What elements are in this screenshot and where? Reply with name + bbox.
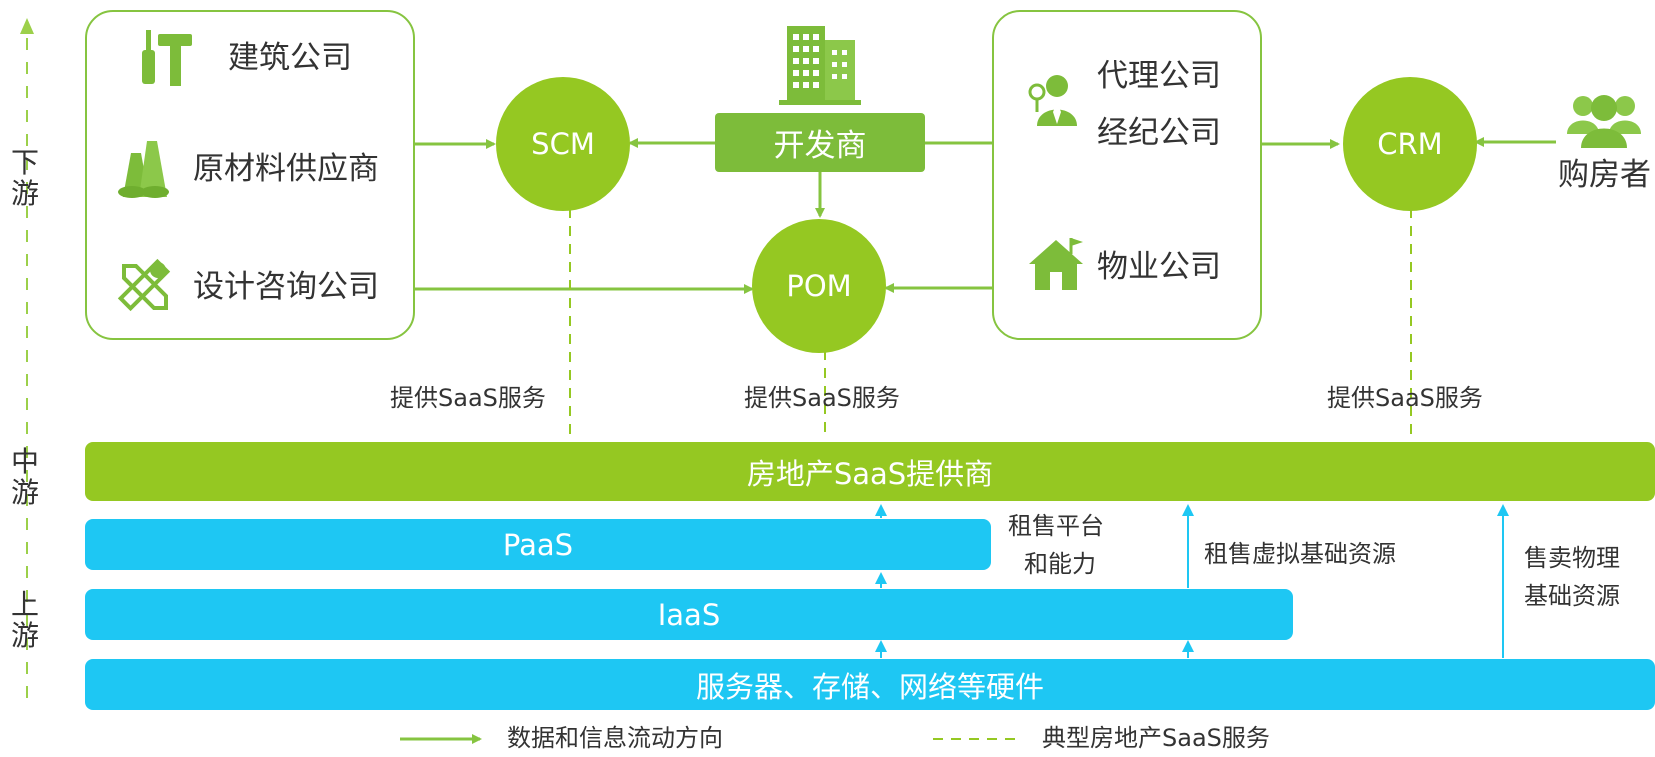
item-supplier: 原材料供应商 [193, 151, 379, 187]
service-label-scm: 提供SaaS服务 [390, 384, 546, 412]
item-broker: 经纪公司 [1097, 115, 1221, 151]
physical-label-line1: 售卖物理 [1524, 544, 1620, 572]
physical-label-line2: 基础资源 [1524, 582, 1620, 610]
materials-icon [118, 141, 169, 198]
crm-node: CRM [1343, 77, 1477, 211]
hardware-bar: 服务器、存储、网络等硬件 [85, 659, 1655, 710]
scm-node: SCM [496, 77, 630, 211]
tier-upstream: 上游 [10, 588, 39, 652]
tier-axis-arrow [20, 18, 34, 34]
item-property: 物业公司 [1097, 249, 1221, 285]
tier-midstream: 中游 [10, 445, 39, 509]
saas-provider-bar: 房地产SaaS提供商 [85, 442, 1655, 501]
item-construction: 建筑公司 [228, 40, 352, 76]
item-design: 设计咨询公司 [193, 269, 379, 305]
service-label-crm: 提供SaaS服务 [1327, 384, 1483, 412]
developer-box: 开发商 [715, 113, 925, 172]
design-tools-icon [117, 258, 171, 312]
paas-bar: PaaS [85, 519, 991, 570]
legend-saas-service: 典型房地产SaaS服务 [1042, 724, 1270, 752]
pom-node: POM [752, 219, 886, 353]
buyer-label: 购房者 [1558, 157, 1651, 193]
legend-data-flow: 数据和信息流动方向 [507, 724, 723, 752]
building-icon [779, 26, 861, 105]
tools-icon [142, 30, 192, 86]
house-icon [1029, 238, 1083, 290]
service-label-pom: 提供SaaS服务 [744, 384, 900, 412]
tier-downstream: 下游 [10, 146, 39, 210]
platform-label-line2: 和能力 [1024, 550, 1096, 578]
people-icon [1567, 95, 1641, 148]
virtual-label: 租售虚拟基础资源 [1204, 540, 1396, 568]
platform-label-line1: 租售平台 [1008, 512, 1104, 540]
agent-person-icon [1028, 75, 1077, 126]
item-agent: 代理公司 [1097, 58, 1221, 94]
iaas-bar: IaaS [85, 589, 1293, 640]
